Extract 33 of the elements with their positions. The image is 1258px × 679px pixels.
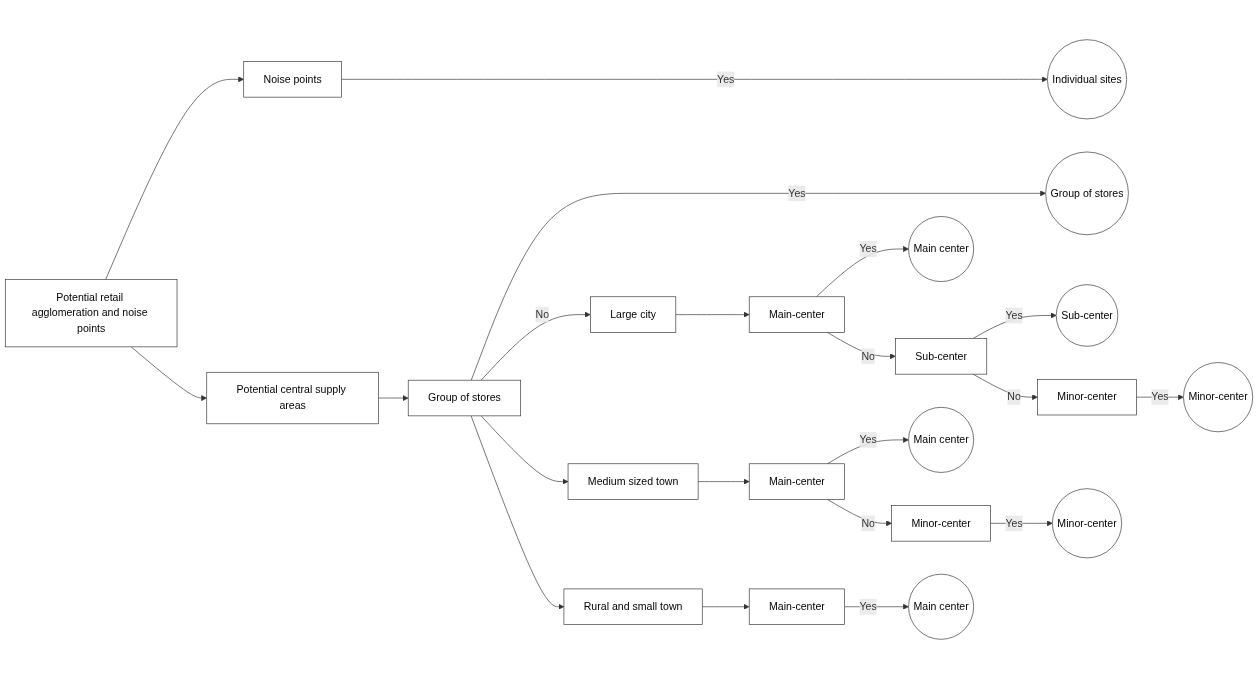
edge-label: Yes	[717, 73, 735, 85]
node-circle: Main center	[908, 216, 974, 282]
edge-label: Yes	[859, 433, 877, 446]
node-box: Medium sized town	[567, 463, 699, 500]
node-box: Group of stores	[407, 379, 522, 417]
node-box: Noise points	[243, 61, 342, 98]
edge-label: Yes	[859, 600, 877, 613]
node-box: Potential central supply areas	[206, 371, 379, 425]
node-circle: Individual sites	[1047, 39, 1127, 120]
node-circle: Minor-center	[1183, 362, 1254, 433]
node-circle: Minor-center	[1052, 488, 1122, 559]
node-circle: Sub-center	[1055, 284, 1119, 347]
node-circle: Main center	[908, 573, 974, 640]
edge-label: Yes	[788, 187, 806, 199]
node-box: Rural and small town	[563, 588, 703, 625]
node-circle: Main center	[908, 407, 974, 473]
node-box: Sub-center	[895, 338, 988, 375]
node-box: Potential retail agglomeration and noise points	[4, 279, 178, 348]
edge-label: Yes	[1005, 309, 1023, 321]
node-box: Large city	[590, 296, 677, 333]
edge-label: Yes	[859, 243, 877, 255]
edge-label: No	[535, 308, 550, 320]
edge-label: No	[861, 517, 875, 529]
edge-label: Yes	[1005, 517, 1023, 529]
node-box: Main-center	[748, 588, 845, 625]
node-box: Minor-center	[891, 505, 991, 542]
node-box: Main-center	[748, 296, 845, 333]
node-box: Main-center	[748, 463, 845, 500]
edge-label: No	[861, 350, 875, 362]
node-circle: Group of stores	[1045, 151, 1129, 236]
edge-label: Yes	[1151, 391, 1169, 403]
edge-label: No	[1007, 391, 1021, 403]
node-box: Minor-center	[1037, 379, 1137, 416]
